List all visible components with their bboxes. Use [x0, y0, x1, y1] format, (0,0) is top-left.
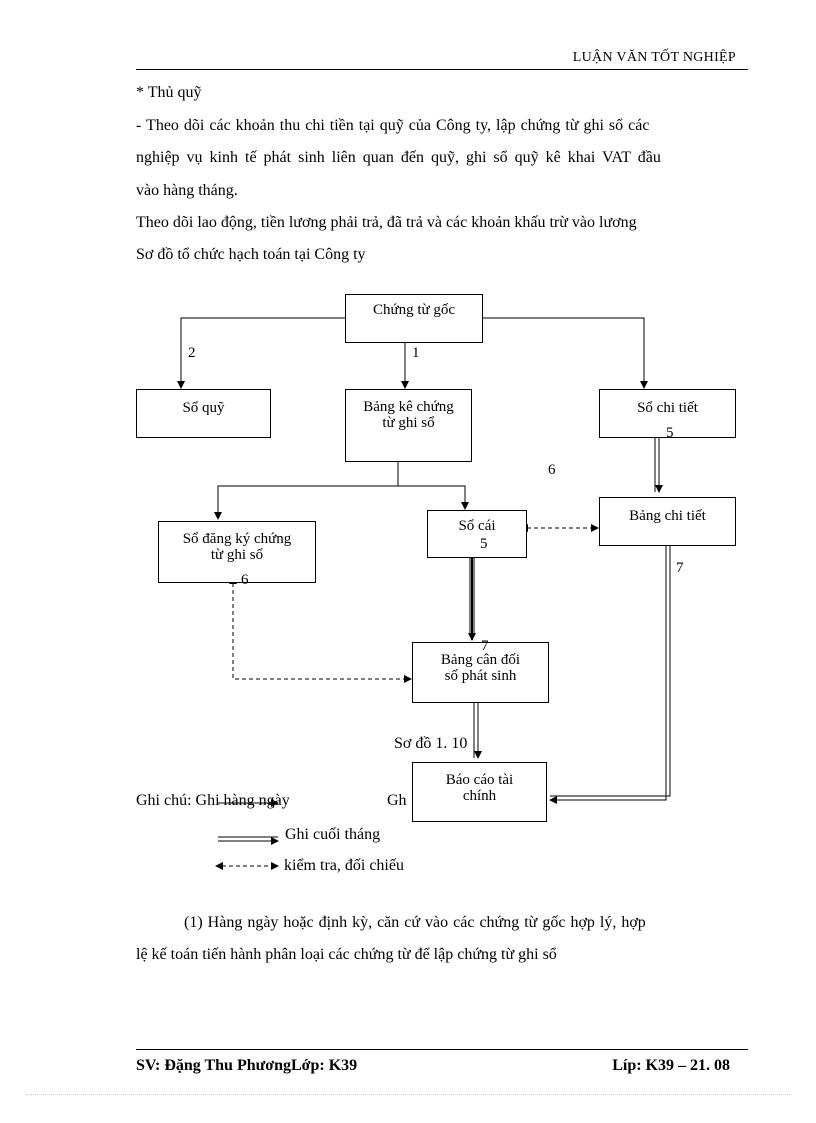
- box-label: số phát sinh: [444, 668, 517, 684]
- arrow-to-so-cai: [398, 485, 469, 510]
- label-7: 7: [481, 638, 489, 654]
- box-so-dang-ky: Sổ đăng ký chứng từ ghi sổ: [158, 521, 316, 583]
- legend-daily-text: Ghi hàng ngày: [195, 792, 290, 809]
- double-arrow-7: [549, 546, 667, 804]
- paragraph-line: vào hàng tháng.: [136, 182, 238, 199]
- label-6: 6: [548, 462, 556, 478]
- box-label: Sổ cái: [458, 518, 496, 534]
- legend-check-text: kiểm tra, đối chiếu: [284, 857, 404, 874]
- paragraph-line: Theo dõi lao động, tiền lương phải trả, …: [136, 214, 637, 231]
- box-label: Sổ đăng ký chứng: [182, 531, 292, 547]
- label-5: 5: [480, 536, 488, 552]
- section-heading: * Thủ quỹ: [136, 84, 202, 101]
- arrow-to-so-chi-tiet: [483, 317, 648, 389]
- box-label: Chứng từ gốc: [372, 302, 456, 318]
- box-label: Bảng cân đối: [440, 652, 521, 668]
- footer-class: Líp: K39 – 21. 08: [612, 1057, 730, 1074]
- paragraph-line: - Theo dõi các khoản thu chi tiền tại qu…: [136, 117, 650, 134]
- label-7: 7: [676, 560, 684, 576]
- box-label: từ ghi sổ: [210, 547, 264, 563]
- page-edge: [26, 1094, 792, 1095]
- legend-monthly-text: Ghi cuối tháng: [285, 826, 381, 843]
- footer-rule: [136, 1049, 748, 1050]
- label-6: 6: [241, 572, 249, 588]
- arrow-to-so-dang-ky: [214, 485, 398, 520]
- box-so-quy: Sổ quỹ: [136, 389, 271, 438]
- footer-author: SV: Đặng Thu PhươngLớp: K39: [136, 1057, 358, 1074]
- label-2: 2: [188, 345, 196, 361]
- box-label: từ ghi sổ: [382, 415, 435, 431]
- dashed-dang-ky-can-doi: [229, 576, 412, 683]
- box-label: Sổ chi tiết: [637, 400, 698, 416]
- box-chung-tu-goc: Chứng từ gốc: [345, 294, 483, 343]
- box-label: Bảng chi tiết: [629, 508, 706, 524]
- paragraph-line: nghiệp vụ kinh tế phát sinh liên quan đế…: [136, 149, 661, 166]
- legend-row-daily: Ghi chú: Ghi hàng ngày: [136, 792, 290, 810]
- box-bang-ke-chung-tu: Bảng kê chứng từ ghi sổ: [345, 389, 472, 462]
- box-label: Sổ quỹ: [182, 400, 225, 416]
- box-label: chính: [462, 788, 497, 804]
- explanation-line: lệ kế toán tiến hành phân loại các chứng…: [136, 946, 557, 963]
- label-5: 5: [666, 425, 674, 441]
- box-label: Báo cáo tài: [445, 772, 514, 788]
- box-label: Bảng kê chứng: [363, 399, 454, 415]
- box-so-cai: Sổ cái: [427, 510, 527, 558]
- arrow-2: [177, 317, 345, 389]
- legend-label: Ghi chú:: [136, 792, 196, 809]
- header-rule: [136, 69, 748, 70]
- box-so-chi-tiet: Sổ chi tiết: [599, 389, 736, 438]
- diagram-caption: Sơ đồ 1. 10: [394, 735, 468, 752]
- legend-partial-text: Gh: [387, 792, 407, 809]
- box-bang-can-doi: Bảng cân đối số phát sinh: [412, 642, 549, 703]
- running-header: LUẬN VĂN TỐT NGHIỆP: [572, 50, 736, 65]
- label-1: 1: [412, 345, 420, 361]
- explanation-line: (1) Hàng ngày hoặc định kỳ, căn cứ vào c…: [184, 914, 646, 931]
- box-bao-cao-tai-chinh: Báo cáo tài chính: [412, 762, 547, 822]
- paragraph-line: Sơ đồ tổ chức hạch toán tại Công ty: [136, 246, 366, 263]
- box-bang-chi-tiet: Bảng chi tiết: [599, 497, 736, 546]
